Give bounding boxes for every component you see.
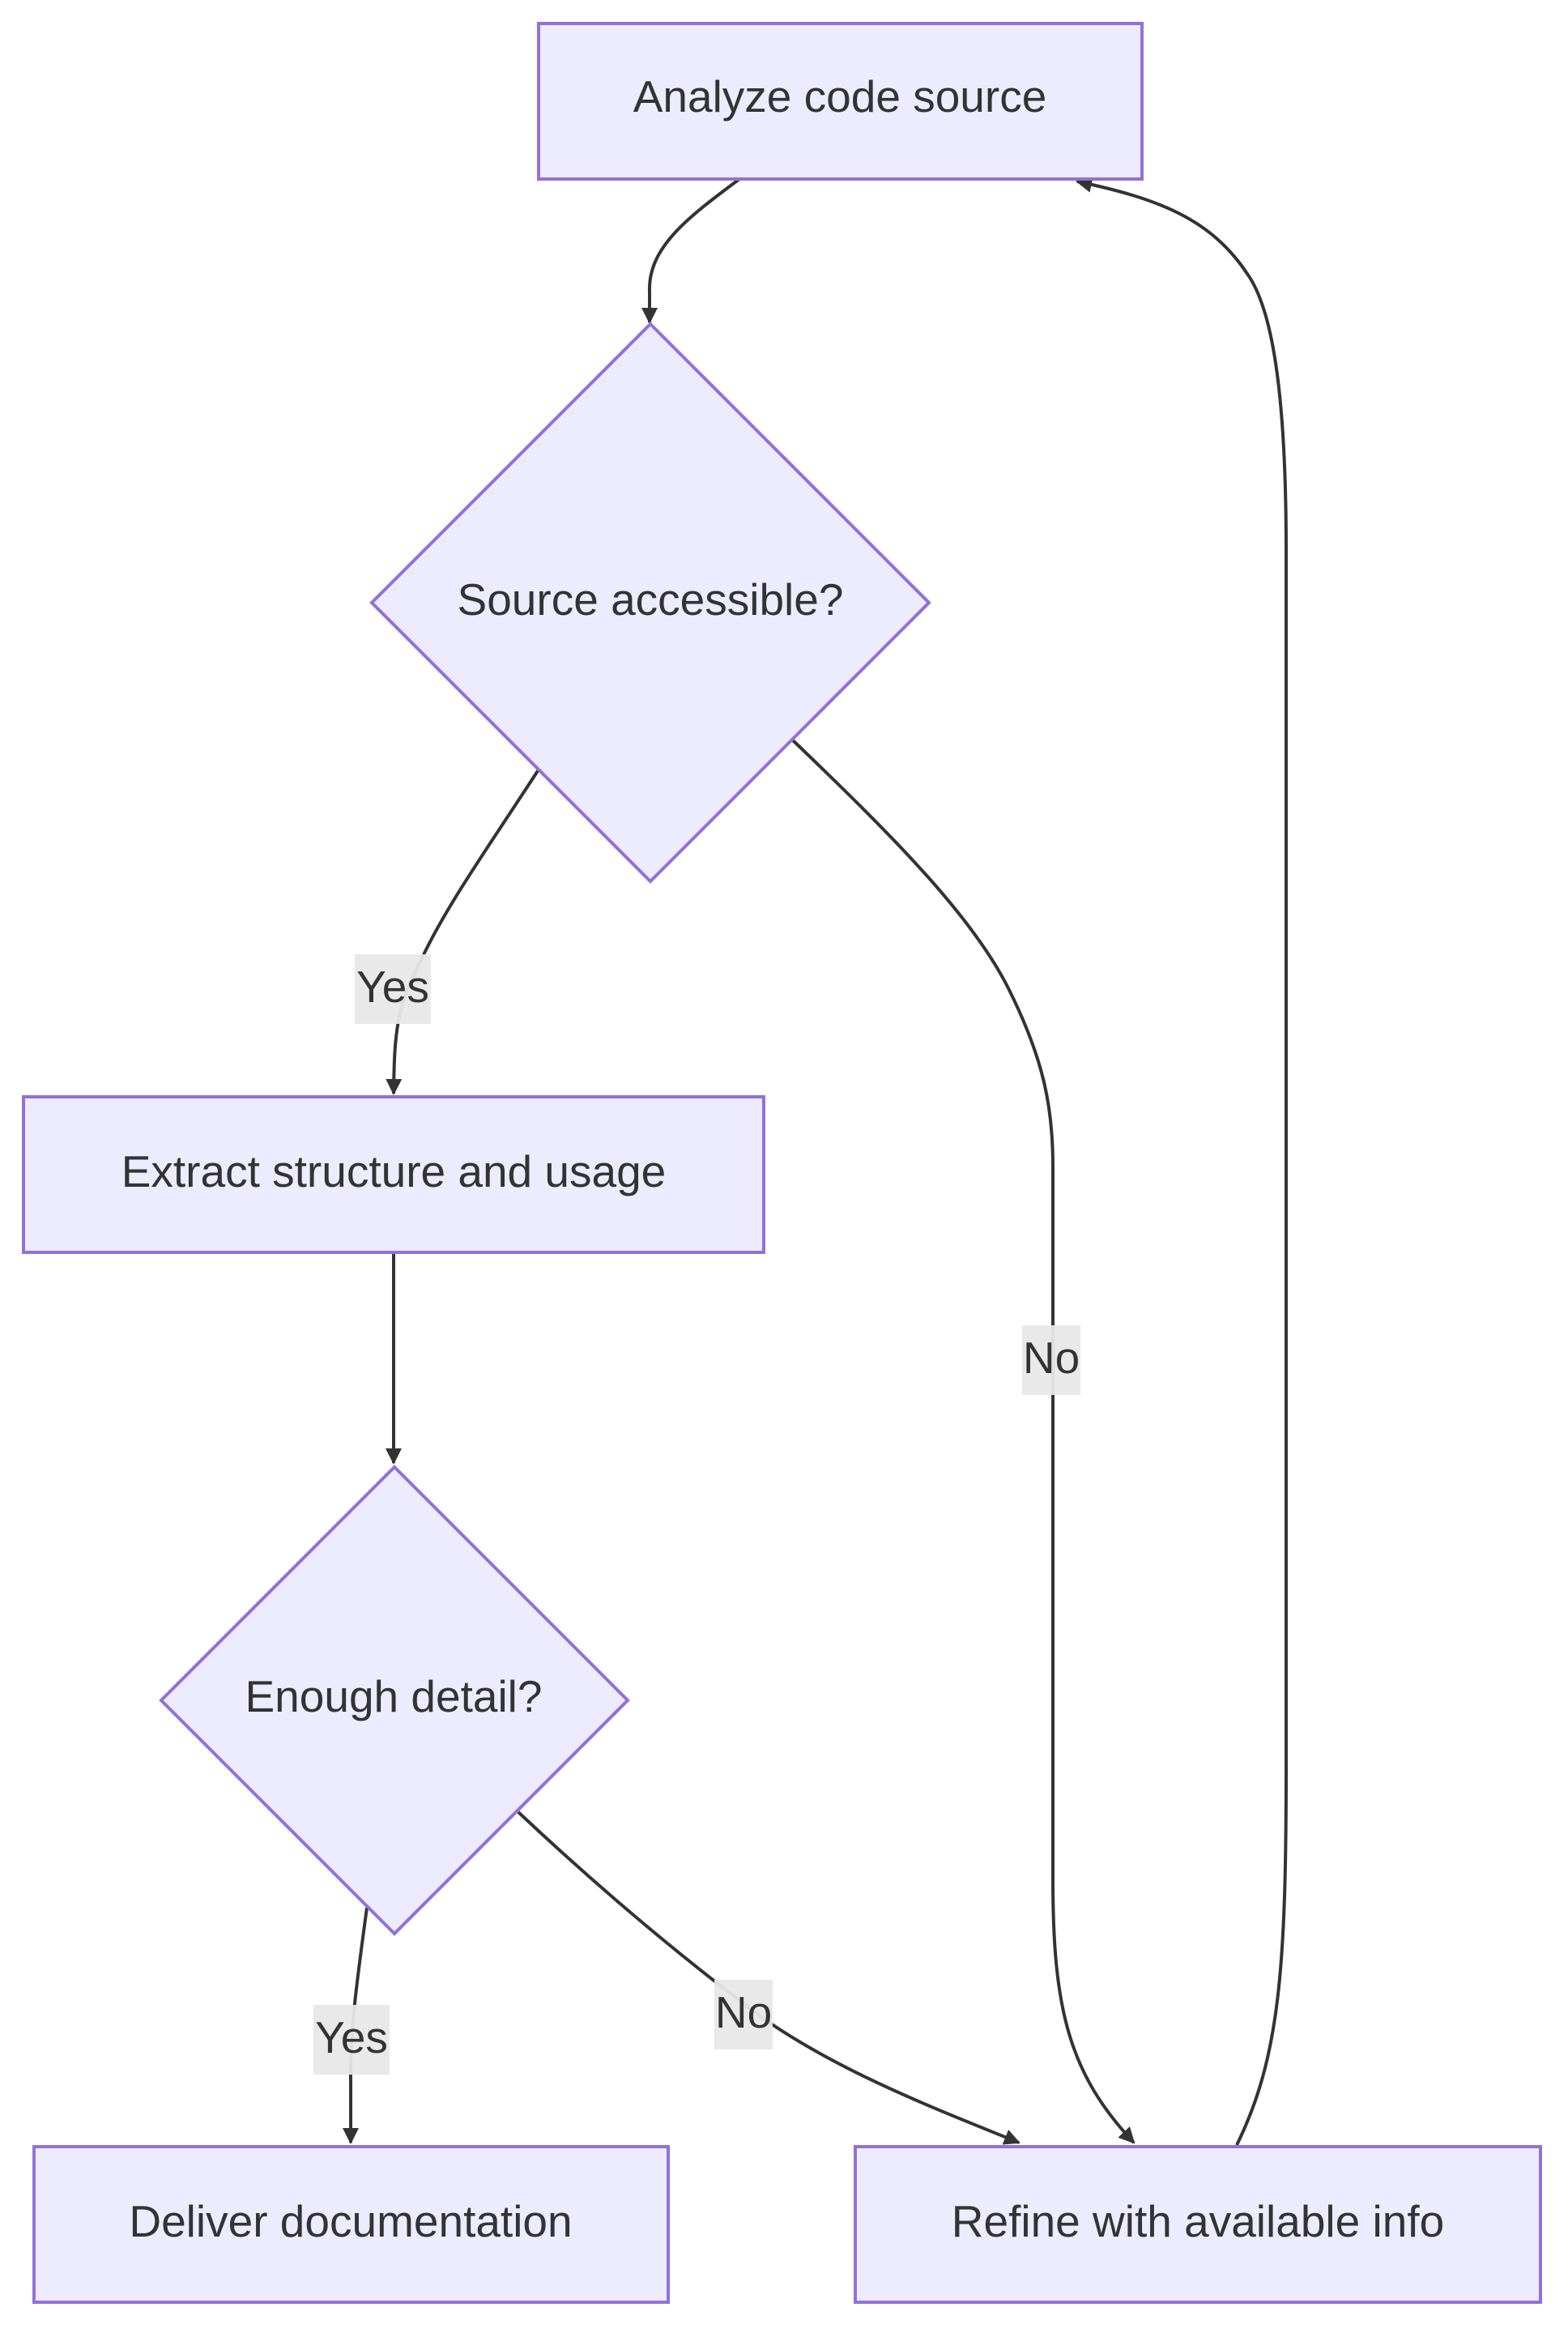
edge-label-detail-no: No [714,1980,773,2049]
node-deliver-documentation: Deliver documentation [32,2145,670,2304]
decision-label: Source accessible? [458,574,844,625]
svg-text:Yes: Yes [356,962,429,1012]
svg-text:No: No [715,1987,772,2037]
edge-refine-to-analyze [1076,176,1288,2146]
edge-source-no [790,738,1136,2144]
edge-label-detail-yes: Yes [313,2005,390,2075]
edge-label-source-no: No [1022,1325,1080,1395]
edge-analyze-to-source-check [641,177,741,324]
node-refine-with-available-info: Refine with available info [854,2145,1542,2304]
decision-source-accessible: Source accessible? [369,322,931,884]
node-label: Refine with available info [952,2196,1444,2246]
edge-detail-no [517,1811,1020,2145]
decision-enough-detail: Enough detail? [159,1465,630,1936]
svg-text:No: No [1023,1333,1080,1383]
decision-label: Enough detail? [245,1671,543,1721]
node-extract-structure: Extract structure and usage [22,1095,765,1254]
edge-label-source-yes: Yes [355,954,431,1024]
node-analyze-code-source: Analyze code source [537,22,1144,181]
svg-text:Yes: Yes [315,2012,388,2062]
edge-source-yes [386,768,540,1095]
node-label: Analyze code source [633,71,1047,122]
node-label: Deliver documentation [129,2196,572,2246]
node-label: Extract structure and usage [121,1146,667,1196]
